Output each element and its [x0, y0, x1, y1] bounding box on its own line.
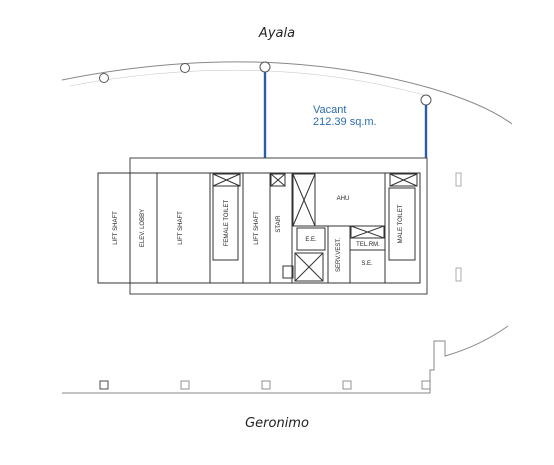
label-stair: STAIR [276, 215, 282, 233]
label-serv-vest: SERV.VEST. [336, 238, 342, 272]
street-label-geronimo: Geronimo [245, 416, 309, 431]
label-ahu: AHU [337, 196, 350, 202]
label-male-toilet: MALE TOILET [398, 204, 404, 243]
vacant-label: Vacant [313, 104, 347, 116]
right-markers [455, 172, 462, 282]
label-female-toilet: FEMALE TOILET [224, 199, 230, 246]
label-se: S.E. [361, 261, 373, 267]
building-outline-top [61, 61, 513, 125]
columns-top [99, 61, 432, 106]
vacant-area: 212.39 sq.m. [313, 116, 377, 128]
lease-lines [263, 72, 428, 158]
label-lift-shaft-3: LIFT SHAFT [254, 211, 260, 245]
label-tel-rm: TEL.RM. [356, 242, 380, 248]
label-lift-shaft-1: LIFT SHAFT [113, 211, 119, 245]
label-elev-lobby: ELEV. LOBBY [140, 209, 146, 247]
label-lift-shaft-2: LIFT SHAFT [178, 211, 184, 245]
building-outline-top-inner [69, 69, 429, 97]
columns-bottom [99, 380, 431, 390]
building-outline-bottom [62, 325, 509, 394]
service-core [97, 172, 421, 284]
label-ee: E.E. [305, 237, 317, 243]
street-label-ayala: Ayala [258, 26, 296, 41]
vacant-callout: Vacant 212.39 sq.m. [313, 104, 377, 128]
